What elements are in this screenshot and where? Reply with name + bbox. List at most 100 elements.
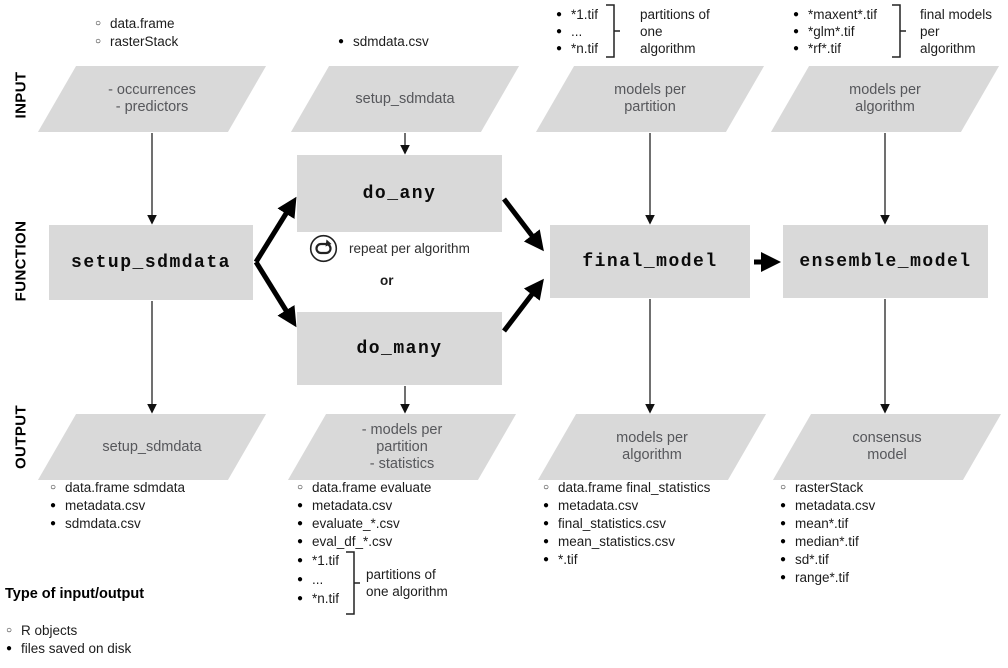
item-label: *glm*.tif: [808, 24, 855, 39]
arrow-setup-fork-doany: [253, 196, 297, 264]
shape-label-line: - occurrences: [108, 82, 196, 98]
item-label: data.frame: [110, 15, 175, 31]
item-label: sdmdata.csv: [65, 515, 141, 531]
arrow-domany-to-final: [502, 278, 544, 333]
item-label: ...: [312, 572, 324, 587]
shape-label-line: - predictors: [115, 99, 189, 115]
list-item: ●metadata.csv: [50, 496, 185, 514]
list-item: ●*maxent*.tif: [793, 6, 877, 23]
row-label-function: FUNCTION: [12, 220, 30, 302]
item-label: mean*.tif: [795, 515, 849, 531]
open-bullet-icon: ○: [50, 481, 57, 493]
col1-input-notes: ○ data.frame ○rasterStack: [95, 14, 178, 50]
input-shape-models-per-partition: models per partition: [535, 66, 765, 132]
shape-label-line: partition: [376, 438, 428, 455]
shape-label-line: algorithm: [622, 447, 682, 463]
list-item: ● *n.tif: [297, 589, 339, 608]
filled-bullet-icon: ●: [793, 43, 800, 54]
col2-output-tif-list: ●*1.tif ●... ● *n.tif: [297, 551, 339, 608]
item-label: rasterStack: [795, 479, 864, 495]
list-item: ●*1.tif: [297, 551, 339, 570]
filled-bullet-icon: ●: [6, 642, 13, 654]
shape-label: models per algorithm: [557, 414, 747, 480]
item-label: *n.tif: [312, 591, 340, 606]
or-label: or: [380, 273, 394, 288]
row-label-input: INPUT: [12, 71, 30, 119]
item-label: mean_statistics.csv: [558, 533, 676, 549]
item-label: sd*.tif: [795, 551, 829, 567]
function-box-setup-sdmdata: setup_sdmdata: [49, 225, 253, 300]
list-item: ●...: [556, 23, 598, 40]
note-line: final models: [920, 7, 993, 22]
legend-list: ○R objects ● files saved on disk: [6, 621, 131, 657]
list-item: ○R objects: [6, 621, 131, 639]
note-line: per: [920, 24, 940, 39]
filled-bullet-icon: ●: [793, 9, 800, 20]
list-item: ●...: [297, 570, 339, 589]
shape-label-line: algorithm: [855, 99, 915, 115]
open-bullet-icon: ○: [95, 35, 102, 47]
brace-col2-bottom: [346, 551, 360, 615]
list-item: ○ data.frame final_statistics: [543, 478, 710, 496]
col3-output-list: ○data.frame final_statistics ●metadata.c…: [543, 478, 710, 568]
item-label: *rf*.tif: [808, 41, 842, 56]
output-shape-models-statistics: - models per partition - statistics: [287, 414, 517, 480]
shape-label-line: setup_sdmdata: [102, 438, 202, 455]
filled-bullet-icon: ●: [297, 574, 304, 585]
shape-label-line: - models per: [361, 421, 443, 438]
col4-input-tif-note: final models per algorithm: [920, 6, 992, 57]
list-item: ●range*.tif: [780, 568, 875, 586]
shape-label-line: models per: [849, 82, 921, 98]
shape-label: setup_sdmdata: [57, 414, 247, 480]
item-label: data.frame final_statistics: [558, 479, 711, 495]
arrow-setup-fork-domany: [253, 260, 297, 328]
col1-output-list: ○data.frame sdmdata ●metadata.csv ● sdmda…: [50, 478, 185, 532]
list-item: ● eval_df_*.csv: [297, 532, 431, 550]
item-label: metadata.csv: [558, 497, 639, 513]
open-bullet-icon: ○: [543, 481, 550, 493]
shape-label: - occurrences - predictors: [57, 66, 247, 132]
list-item: ●final_statistics.csv: [543, 514, 710, 532]
filled-bullet-icon: ●: [297, 517, 304, 529]
filled-bullet-icon: ●: [297, 593, 304, 604]
shape-label: models per partition: [555, 66, 745, 132]
note-line: algorithm: [640, 41, 696, 56]
item-label: metadata.csv: [312, 497, 393, 513]
filled-bullet-icon: ●: [780, 553, 787, 565]
list-item: ○data.frame sdmdata: [50, 478, 185, 496]
input-shape-models-per-algorithm: models per algorithm: [770, 66, 1000, 132]
filled-bullet-icon: ●: [297, 535, 304, 547]
list-item: ●metadata.csv: [543, 496, 710, 514]
list-item: ○rasterStack: [95, 32, 178, 50]
item-label: R objects: [21, 622, 78, 638]
col2-input-notes: ●sdmdata.csv: [338, 32, 429, 50]
shape-label: setup_sdmdata: [310, 66, 500, 132]
list-item: ●sdmdata.csv: [338, 32, 429, 50]
item-label: files saved on disk: [21, 640, 132, 656]
filled-bullet-icon: ●: [50, 499, 57, 511]
item-label: eval_df_*.csv: [312, 533, 393, 549]
open-bullet-icon: ○: [780, 481, 787, 493]
input-shape-occurrences-predictors: - occurrences - predictors: [37, 66, 267, 132]
output-shape-consensus-model: consensus model: [772, 414, 1002, 480]
filled-bullet-icon: ●: [543, 535, 550, 547]
shape-label-line: models per: [616, 430, 688, 446]
list-item: ●metadata.csv: [780, 496, 875, 514]
item-label: *.tif: [558, 551, 578, 567]
note-line: one: [640, 24, 663, 39]
item-label: metadata.csv: [795, 497, 876, 513]
list-item: ●*.tif: [543, 550, 710, 568]
item-label: median*.tif: [795, 533, 859, 549]
shape-label-line: setup_sdmdata: [355, 90, 455, 107]
filled-bullet-icon: ●: [556, 43, 563, 54]
list-item: ●*1.tif: [556, 6, 598, 23]
item-label: sdmdata.csv: [353, 33, 429, 49]
list-item: ● files saved on disk: [6, 639, 131, 657]
col2-output-tif-note: partitions of one algorithm: [366, 566, 448, 600]
filled-bullet-icon: ●: [556, 9, 563, 20]
col3-input-tif-list: ●*1.tif ●... ●*n.tif: [556, 6, 598, 57]
open-bullet-icon: ○: [95, 17, 102, 29]
filled-bullet-icon: ●: [780, 535, 787, 547]
shape-label-line: consensus: [852, 430, 922, 446]
